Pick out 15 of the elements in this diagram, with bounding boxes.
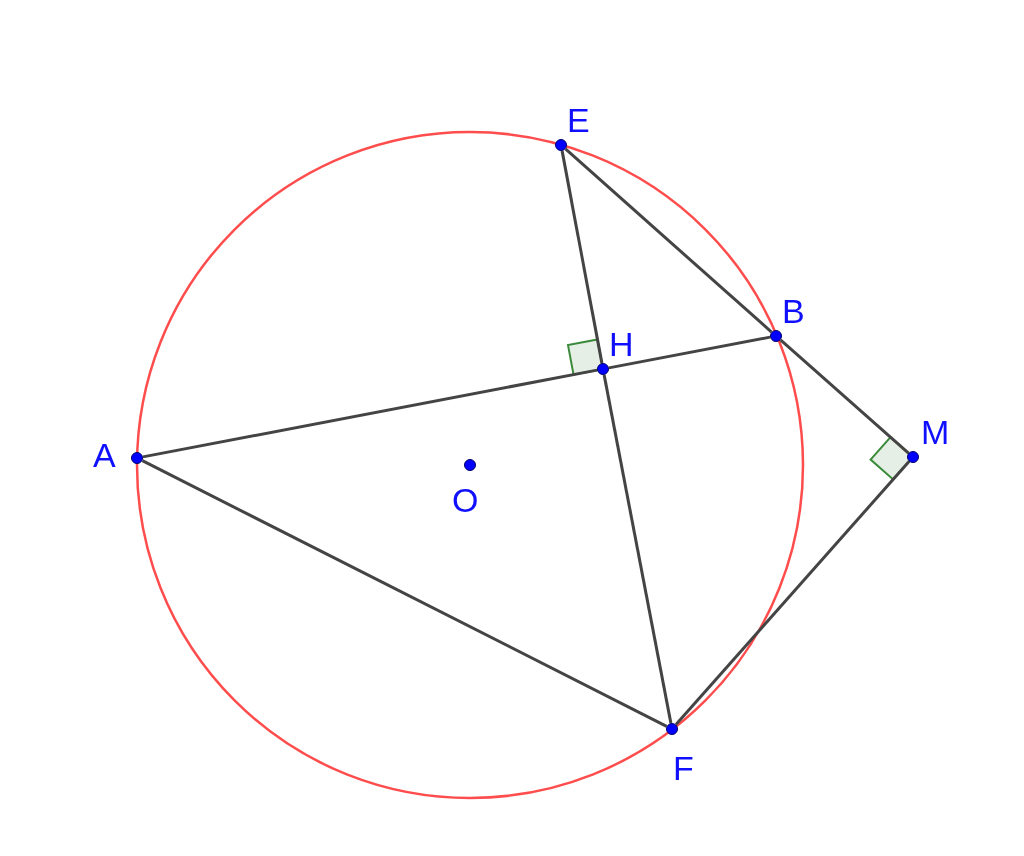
line-segment bbox=[142, 368, 598, 459]
line-segment bbox=[560, 150, 604, 364]
line-segment bbox=[779, 338, 910, 455]
line-segment bbox=[602, 374, 673, 724]
line-segment bbox=[674, 460, 911, 726]
line-segment bbox=[564, 147, 773, 334]
point-label: E bbox=[567, 103, 590, 137]
line-segment bbox=[608, 335, 771, 370]
line-segment bbox=[141, 459, 668, 728]
point-label: O bbox=[452, 483, 479, 517]
point-label: A bbox=[93, 438, 116, 472]
point-label: M bbox=[921, 415, 950, 449]
point-label: H bbox=[609, 327, 634, 361]
point-label: F bbox=[673, 751, 694, 785]
point-label: B bbox=[782, 294, 805, 328]
